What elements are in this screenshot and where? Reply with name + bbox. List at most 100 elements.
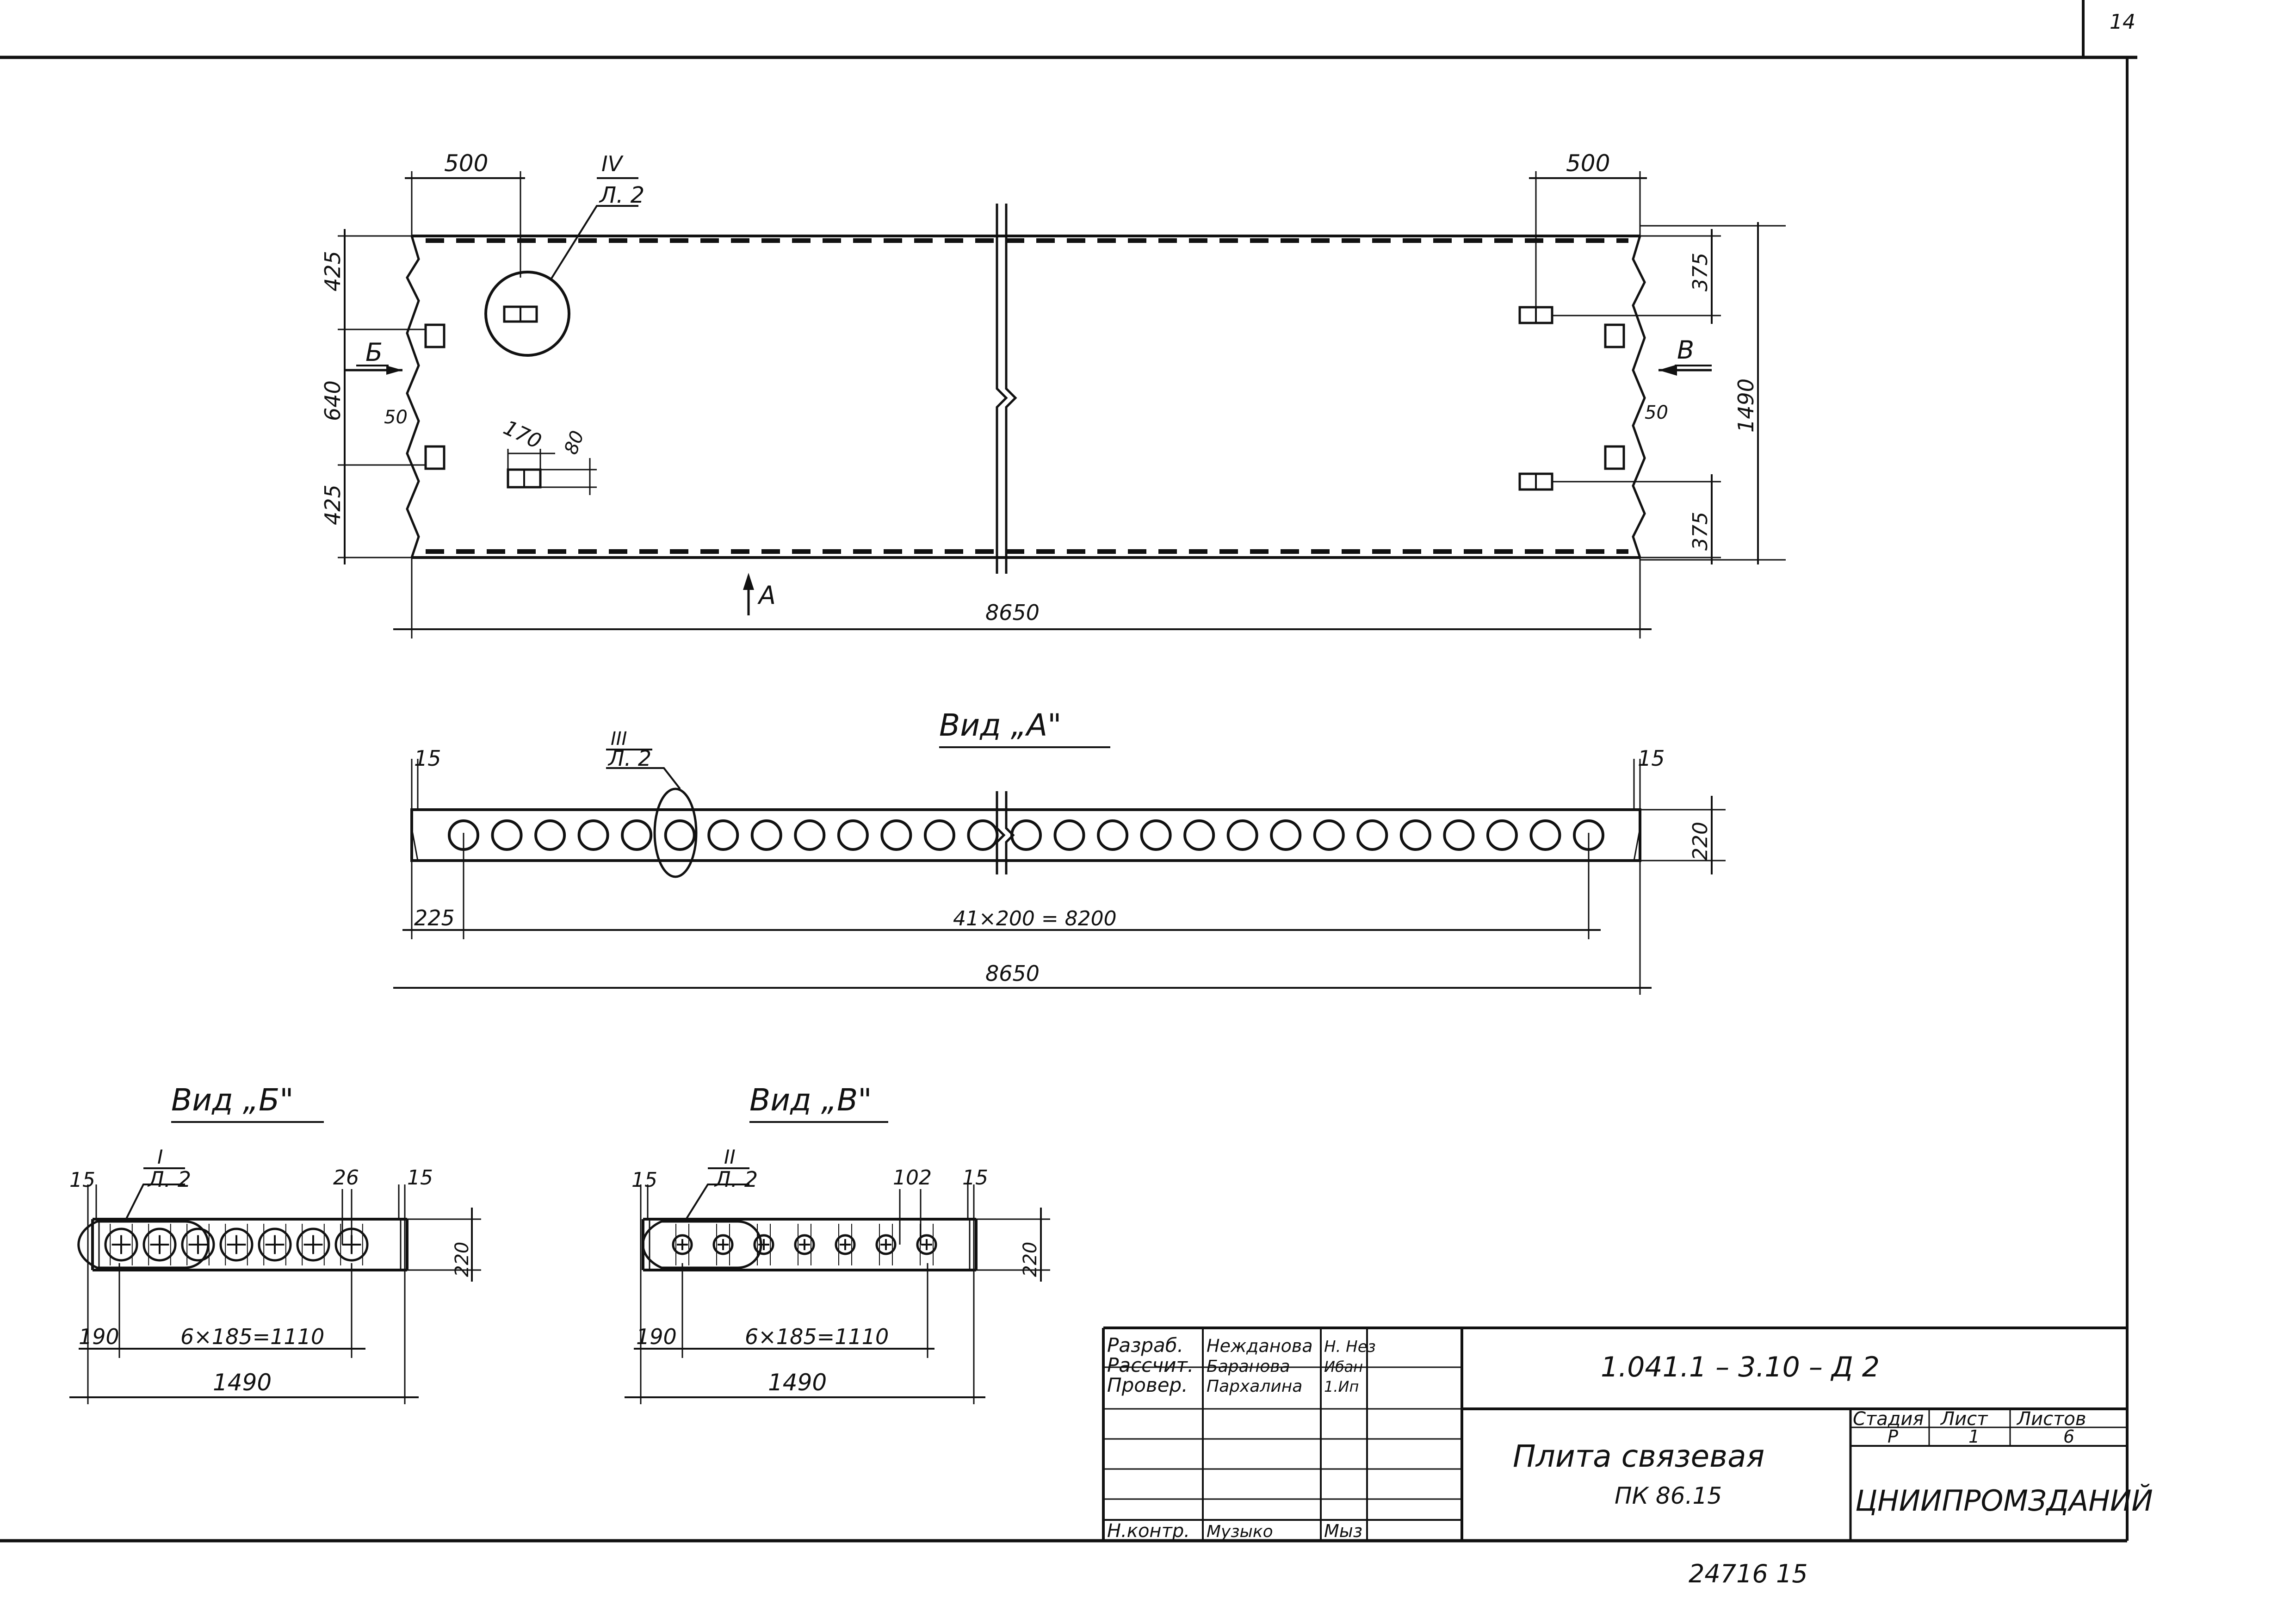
core-hole [1270, 819, 1302, 851]
arrow-b-label: Б [365, 338, 383, 367]
core-hole [621, 819, 653, 851]
view-a: Вид „А" III Л. 2 15 15 220 225 41×200 = … [393, 707, 1726, 995]
view-v-dim-15-left: 15 [631, 1168, 657, 1192]
dim-425-bottom: 425 [320, 484, 345, 525]
dim-640: 640 [320, 380, 345, 421]
arrow-a-head [743, 573, 754, 590]
sheets-value: 6 [2063, 1426, 2074, 1447]
arrow-v-head [1659, 365, 1677, 376]
core-hole [1010, 819, 1042, 851]
callout-i-sheet: Л. 2 [147, 1167, 191, 1192]
view-a-dim-8650: 8650 [985, 961, 1040, 986]
view-b-dim-220: 220 [452, 1242, 473, 1277]
tb-name-2: Пархалина [1207, 1377, 1302, 1396]
core-hole [1313, 819, 1345, 851]
core-hole [1399, 819, 1431, 851]
core-hole [1486, 819, 1518, 851]
view-b-title: Вид „Б" [171, 1082, 294, 1118]
tb-role-3: Н.контр. [1107, 1520, 1190, 1542]
core-hole [750, 819, 782, 851]
tb-sign-1: Ибан [1324, 1358, 1363, 1376]
tb-role-2: Провер. [1107, 1374, 1188, 1396]
sheet-frame: 14 [0, 0, 2137, 1543]
callout-ii-numeral: II [724, 1146, 736, 1168]
loop-head [835, 1224, 856, 1265]
view-a-dim-220: 220 [1689, 822, 1712, 861]
callout-iv-numeral: IV [601, 151, 624, 176]
callout-iii-numeral: III [611, 728, 627, 750]
organization: ЦНИИПРОМЗДАНИЙ [1855, 1483, 2153, 1518]
product-name: Плита связевая [1513, 1438, 1764, 1474]
dim-8650-plan: 8650 [985, 600, 1040, 625]
sheets-label: Листов [2016, 1408, 2086, 1430]
view-v-dim-220: 220 [1020, 1242, 1041, 1277]
doc-code: 1.041.1 – 3.10 – Д 2 [1601, 1351, 1880, 1383]
core-hole [1183, 819, 1215, 851]
loop-head [142, 1224, 177, 1265]
core-hole [794, 819, 826, 851]
core-hole [837, 819, 869, 851]
loop-head [296, 1224, 330, 1265]
dim-50-right: 50 [1645, 402, 1668, 423]
sheet-label: Лист [1940, 1408, 1988, 1430]
view-b-dim-15-left: 15 [69, 1168, 95, 1192]
core-hole [923, 819, 955, 851]
stage-label: Стадия [1853, 1408, 1924, 1430]
view-a-dim-15-left: 15 [414, 746, 441, 771]
dim-50-left: 50 [384, 407, 408, 428]
loop-head [672, 1224, 693, 1265]
dim-80: 80 [560, 428, 588, 458]
core-hole [880, 819, 912, 851]
view-v-dim-1490: 1490 [768, 1369, 827, 1396]
tb-role-1: Рассчит. [1107, 1354, 1194, 1376]
core-hole [1140, 819, 1172, 851]
callout-ii-sheet: Л. 2 [714, 1167, 758, 1192]
callout-iv-sheet: Л. 2 [599, 182, 644, 208]
dim-1490: 1490 [1733, 378, 1758, 433]
core-hole [967, 819, 999, 851]
core-hole [707, 819, 739, 851]
title-block: Разраб. Рассчит. Провер. Н.контр. Неждан… [1102, 1326, 2153, 1542]
core-hole [534, 819, 566, 851]
arrow-a-label: А [757, 581, 776, 610]
stage-value: Р [1888, 1426, 1898, 1447]
arrow-b-head [386, 366, 402, 375]
loop-head [794, 1224, 815, 1265]
view-b-holes [104, 1224, 369, 1265]
sheet-number: 14 [2110, 10, 2135, 34]
tb-name-0: Неждановa [1207, 1336, 1313, 1356]
core-hole [1443, 819, 1475, 851]
callout-i-numeral: I [157, 1146, 163, 1168]
core-hole [1529, 819, 1561, 851]
view-a-dim-15-right: 15 [1638, 746, 1665, 771]
arrow-v-label: В [1677, 335, 1694, 365]
view-b-dim-190: 190 [79, 1324, 119, 1349]
loop-head [712, 1224, 734, 1265]
tb-name-3: Музыко [1207, 1522, 1273, 1541]
sheet-value: 1 [1968, 1426, 1980, 1447]
view-b-dim-pitch: 6×185=1110 [180, 1324, 324, 1349]
view-a-holes [448, 819, 1604, 851]
core-hole [1097, 819, 1129, 851]
view-b-dim-1490: 1490 [213, 1369, 272, 1396]
view-b-dim-15-right: 15 [407, 1166, 433, 1190]
loop-head [104, 1224, 138, 1265]
plan-view: IV Л. 2 170 80 500 500 425 640 425 50 [320, 150, 1786, 638]
view-v-dim-102: 102 [893, 1166, 932, 1190]
archive-number: 24716 15 [1689, 1559, 1808, 1588]
view-v-dim-pitch: 6×185=1110 [745, 1324, 889, 1349]
tb-role-0: Разраб. [1107, 1334, 1183, 1357]
view-b-dim-26: 26 [333, 1166, 359, 1190]
loop-head [219, 1224, 254, 1265]
view-v-dim-15-right: 15 [962, 1166, 988, 1190]
core-hole [1053, 819, 1085, 851]
view-b: Вид „Б" I Л. 2 15 26 15 220 190 6×185= [69, 1082, 481, 1404]
dim-170: 170 [500, 416, 545, 454]
view-a-title: Вид „А" [939, 707, 1061, 743]
view-v-title: Вид „В" [749, 1082, 872, 1118]
tb-name-1: Баранова [1207, 1357, 1290, 1376]
view-v-holes [672, 1224, 937, 1265]
tb-sign-2: 1.Ип [1324, 1378, 1359, 1395]
view-a-dim-225: 225 [414, 905, 455, 930]
loop-head [181, 1224, 215, 1265]
